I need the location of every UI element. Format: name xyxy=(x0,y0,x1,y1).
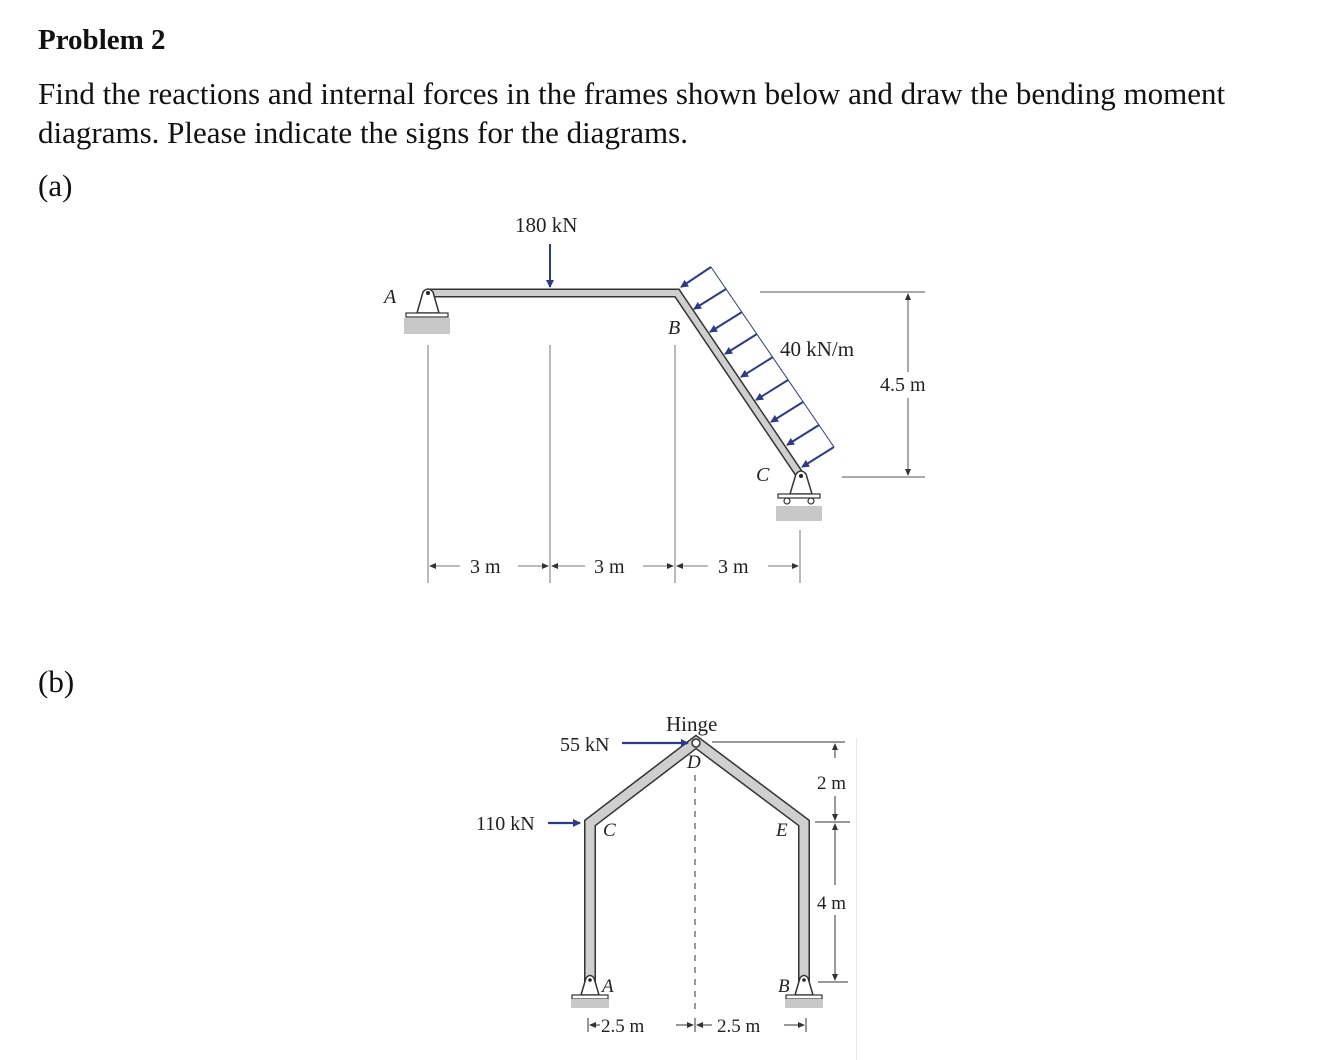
node-label-d: D xyxy=(686,752,701,773)
height-dimension-label: 4.5 m xyxy=(880,374,926,396)
hinge-d-icon xyxy=(691,738,701,748)
frame-a: A B C 180 kN 40 kN/m xyxy=(382,213,926,583)
node-label-a: A xyxy=(382,286,397,308)
part-a-label: (a) xyxy=(38,168,73,203)
load-top-label: 55 kN xyxy=(560,734,609,756)
vertical-dimension xyxy=(712,741,850,983)
node-label-a: A xyxy=(600,976,614,997)
node-label-c: C xyxy=(756,464,770,486)
dim-upper-label: 2 m xyxy=(817,773,846,794)
divider-line xyxy=(856,738,857,1060)
pin-support-a-icon xyxy=(571,974,609,1008)
roller-support-c-icon xyxy=(776,470,822,521)
instructions-line-2: diagrams. Please indicate the signs for … xyxy=(38,115,688,150)
span-dimension xyxy=(427,345,801,583)
hinge-label: Hinge xyxy=(666,712,717,736)
load-side-label: 110 kN xyxy=(476,813,535,835)
node-label-b: B xyxy=(778,976,790,997)
instructions-line-1: Find the reactions and internal forces i… xyxy=(38,76,1226,111)
frame-a-member xyxy=(428,288,804,478)
frame-b-member xyxy=(584,734,810,985)
node-label-c: C xyxy=(603,820,616,841)
span-dim-3: 3 m xyxy=(718,556,749,578)
span-dim-1: 2.5 m xyxy=(601,1016,645,1037)
height-dimension xyxy=(760,291,925,478)
node-label-e: E xyxy=(775,820,788,841)
problem-title: Problem 2 xyxy=(38,24,166,56)
span-dim-2: 2.5 m xyxy=(717,1016,761,1037)
dim-lower-label: 4 m xyxy=(817,893,846,914)
horizontal-dimension xyxy=(587,1018,807,1032)
problem-instructions: Find the reactions and internal forces i… xyxy=(38,74,1308,152)
frame-b: Hinge A B C D E 55 kN 110 kN xyxy=(476,712,850,1037)
point-load-label: 180 kN xyxy=(515,213,577,237)
pin-support-b-icon xyxy=(785,974,823,1008)
span-dim-1: 3 m xyxy=(470,556,501,578)
distributed-load-arrows-icon xyxy=(680,266,835,468)
pin-support-a-icon xyxy=(404,288,450,334)
node-label-b: B xyxy=(668,317,680,339)
part-b-label: (b) xyxy=(38,664,75,699)
distributed-load-label: 40 kN/m xyxy=(780,337,854,361)
span-dim-2: 3 m xyxy=(594,556,625,578)
